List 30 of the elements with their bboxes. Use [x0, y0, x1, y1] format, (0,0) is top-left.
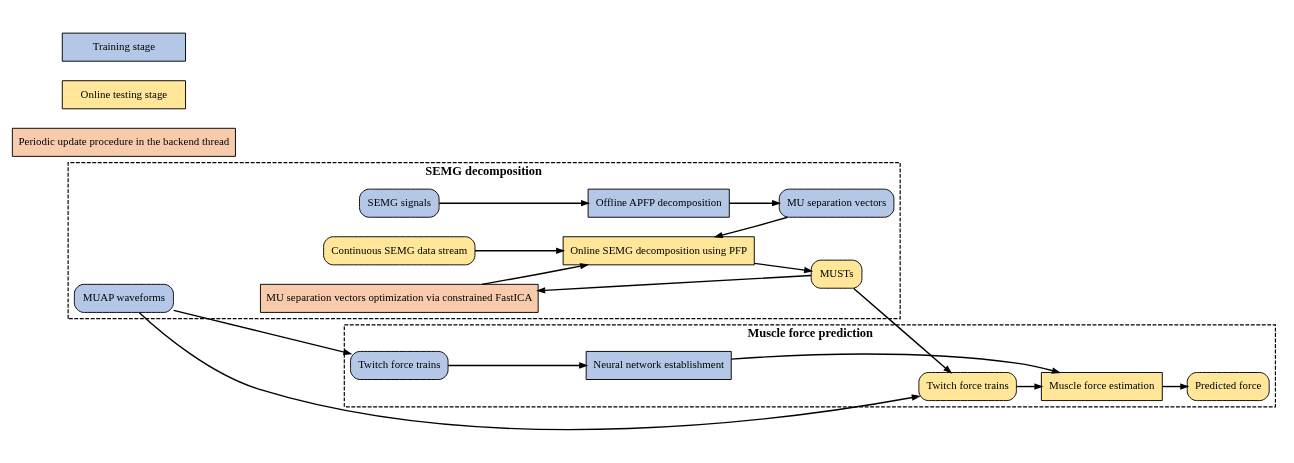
arrow — [172, 309, 353, 356]
arrow — [728, 200, 782, 207]
arrow — [481, 263, 590, 285]
node-box: Periodic update procedure in the backend thread — [11, 127, 236, 157]
arrow — [730, 353, 1061, 374]
node-box: MU separation vectors — [778, 188, 895, 218]
arrow — [474, 247, 566, 254]
node-box: Predicted force — [1186, 372, 1270, 402]
node-box: Online testing stage — [61, 80, 186, 110]
node-box: Training stage — [61, 32, 186, 62]
node-box: Continuous SEMG data stream — [323, 236, 476, 266]
node-box: Twitch force trains — [918, 372, 1017, 402]
node-box: Online SEMG decomposition using PFP — [562, 236, 755, 266]
node-box: Neural network establishment — [585, 350, 732, 380]
node-box: MUSTs — [810, 259, 863, 289]
arrow — [853, 287, 953, 374]
node-box: Twitch force trains — [350, 350, 449, 380]
arrow — [536, 274, 812, 294]
arrow — [1161, 383, 1190, 390]
arrow — [447, 362, 589, 369]
arrow — [438, 200, 591, 207]
node-box: SEMG signals — [359, 188, 440, 218]
node-box: Offline APFP decomposition — [587, 188, 730, 218]
arrow — [138, 312, 921, 431]
node-box: Muscle force estimation — [1040, 372, 1163, 402]
node-box: MU separation vectors optimization via constrained FastICA — [259, 283, 539, 313]
arrow — [1015, 383, 1044, 390]
arrow — [753, 262, 814, 274]
node-box: MUAP waveforms — [73, 283, 174, 313]
arrow — [713, 216, 789, 239]
